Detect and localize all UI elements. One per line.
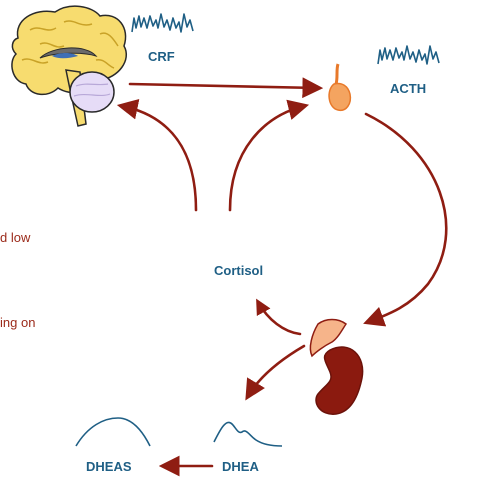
- arrow-cortisol-feedback-pituitary: [228, 99, 310, 212]
- brain-icon: [11, 5, 127, 127]
- dhea-label: DHEA: [222, 459, 259, 474]
- cortisol-label: Cortisol: [214, 263, 264, 278]
- acth-label: ACTH: [390, 81, 427, 96]
- crf-pulse-icon: [131, 13, 194, 33]
- side-text-line-2: ing on: [0, 315, 36, 330]
- acth-pulse-icon: [377, 45, 440, 65]
- arrow-adrenal-to-dhea: [245, 344, 306, 401]
- arrow-cortisol-feedback-brain: [116, 99, 198, 212]
- arrow-crf-to-pituitary: [128, 77, 324, 99]
- pituitary-icon: [328, 63, 352, 112]
- dheas-label: DHEAS: [86, 459, 132, 474]
- dheas-curve-icon: [75, 417, 151, 447]
- crf-label: CRF: [148, 49, 175, 64]
- arrow-adrenal-to-cortisol: [256, 298, 302, 336]
- arrow-acth-to-adrenal: [363, 112, 448, 327]
- adrenal-gland-icon: [309, 318, 348, 358]
- kidney-icon: [315, 346, 364, 415]
- side-text-line-1: d low: [0, 230, 31, 245]
- dhea-curve-icon: [213, 421, 283, 447]
